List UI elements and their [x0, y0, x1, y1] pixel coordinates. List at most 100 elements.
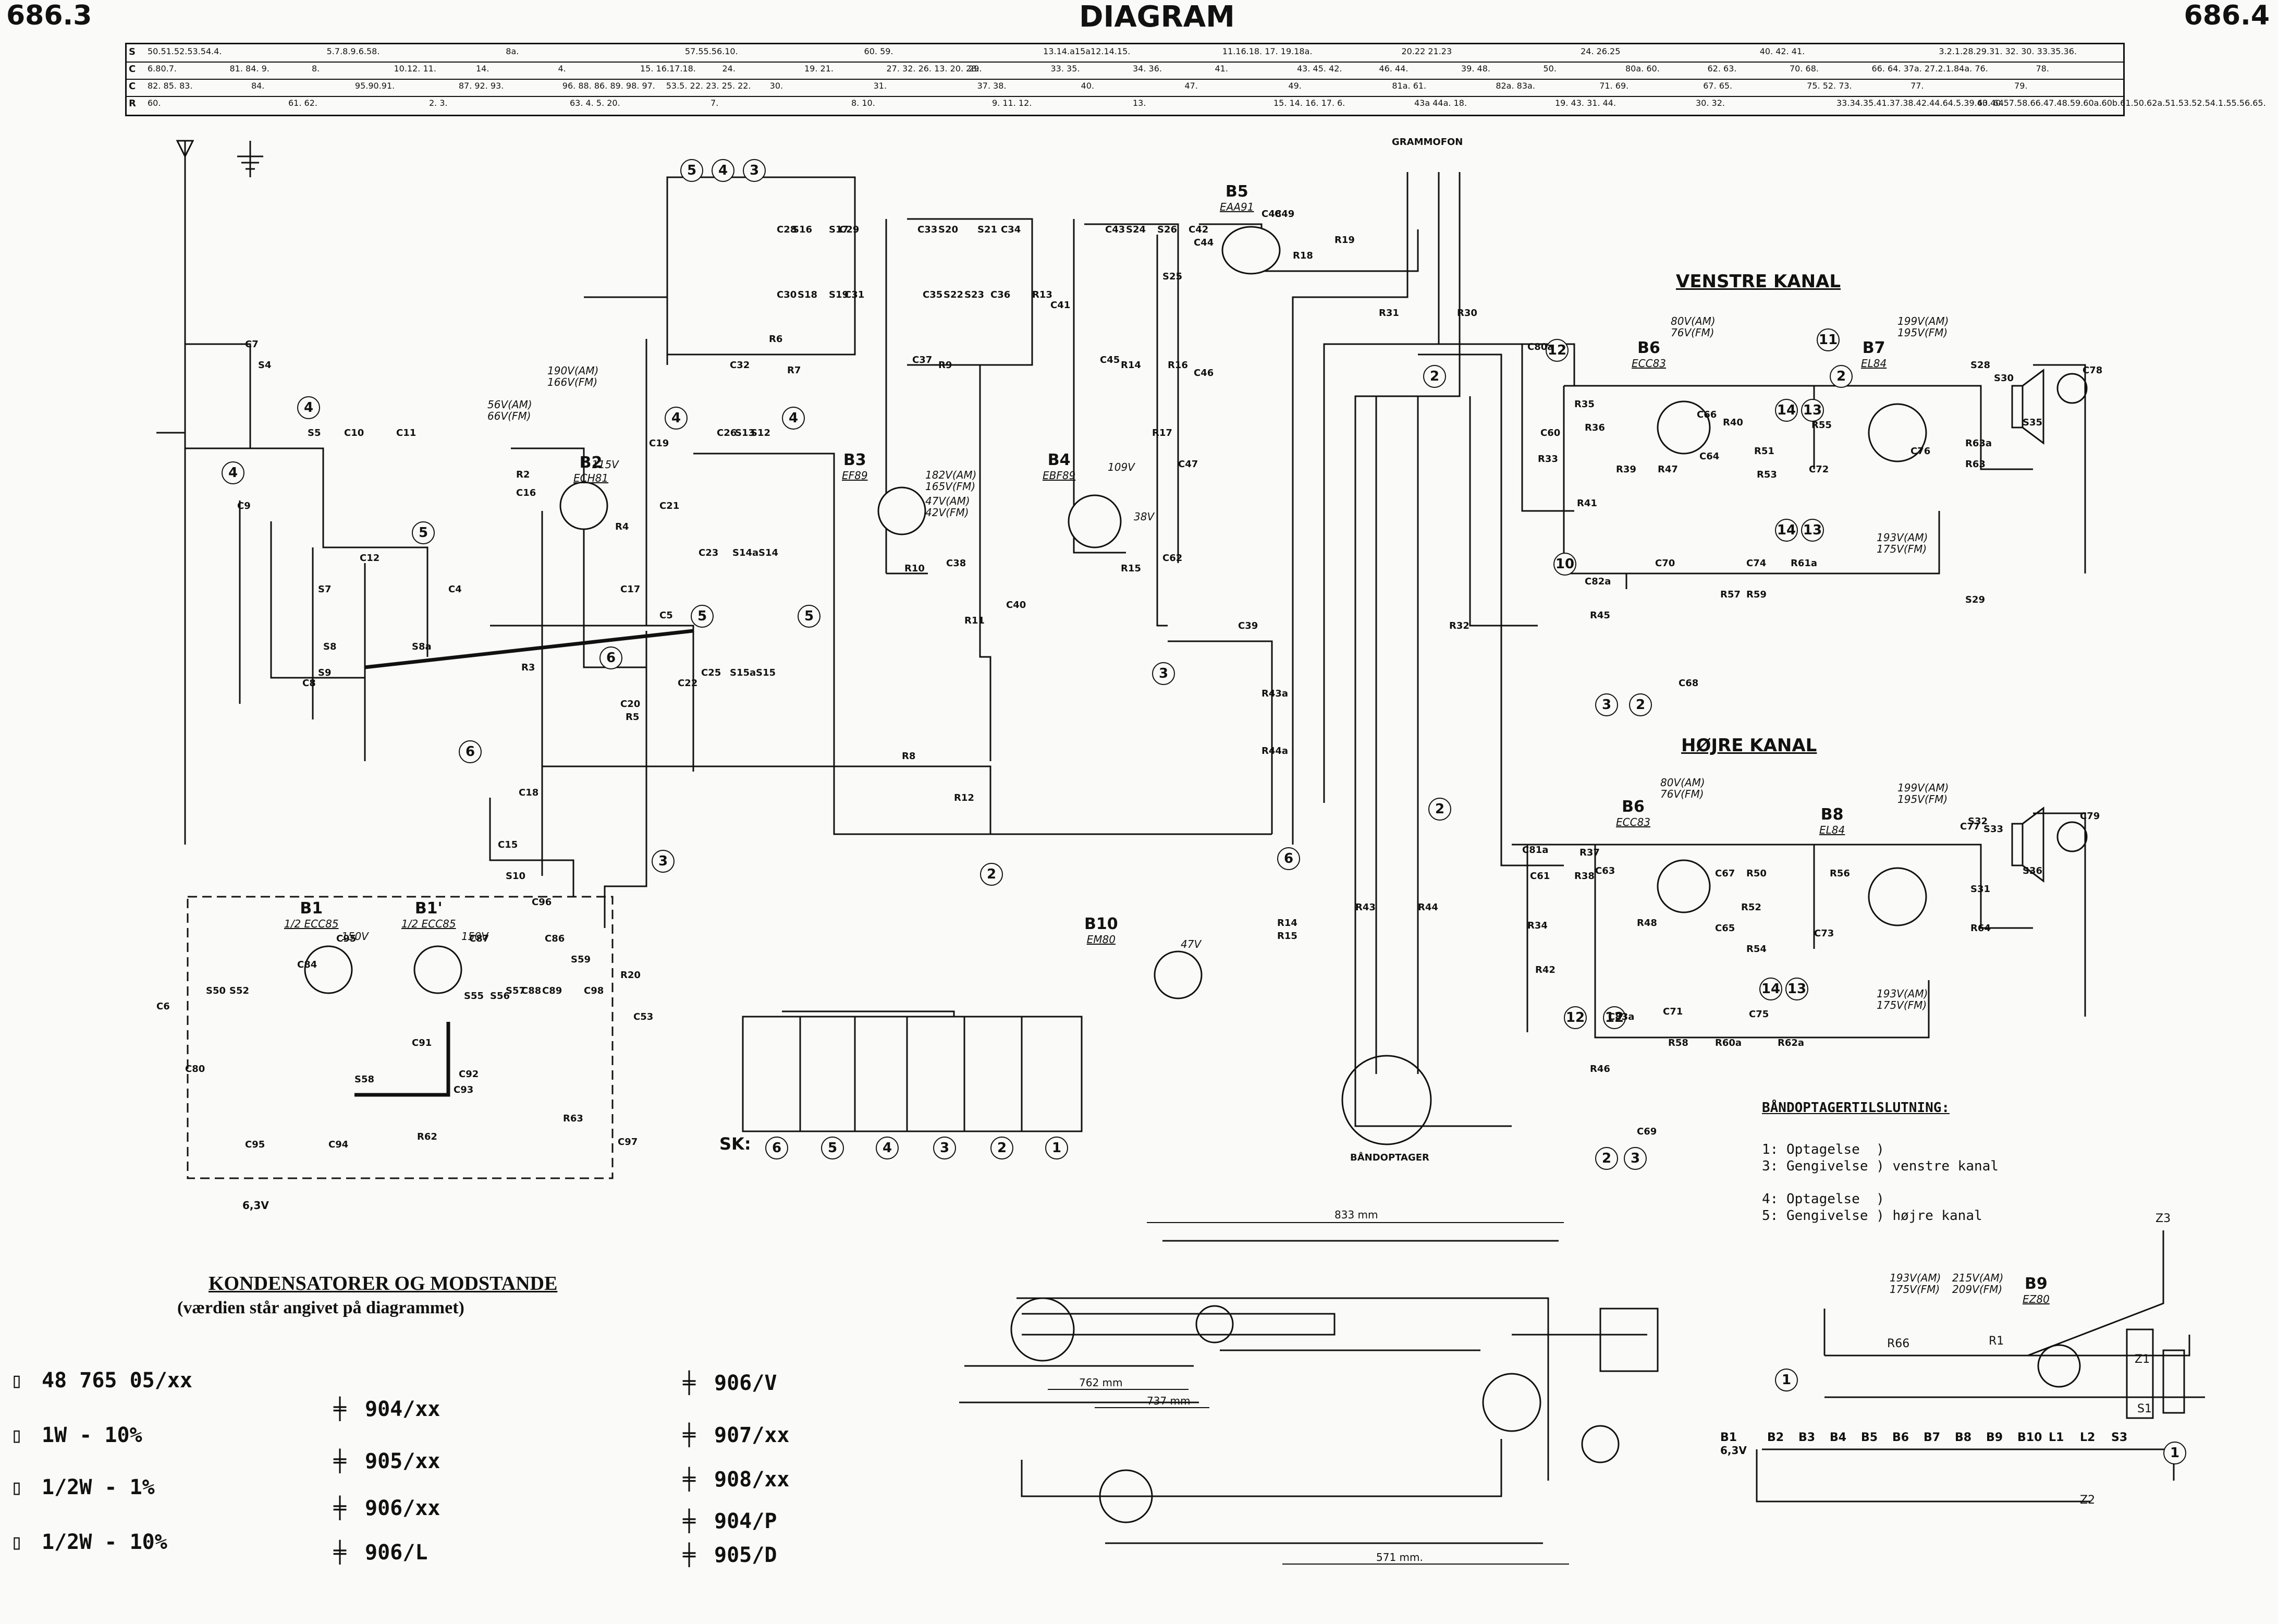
legend-text: 1/2W - 1%	[42, 1475, 155, 1499]
switch-position-6: 6	[1277, 847, 1300, 870]
switch-position-11: 11	[1817, 328, 1840, 351]
switch-position-4: 4	[297, 396, 320, 419]
page-title: DIAGRAM	[1079, 0, 1235, 34]
ruler-cell: 57.55.56.10.	[684, 46, 738, 56]
resistor-label: R11	[964, 615, 985, 626]
switch-position-3: 3	[743, 159, 766, 182]
resistor-label: R17	[1152, 428, 1172, 438]
resistor-label: R38	[1574, 871, 1595, 882]
capacitor-label: C29	[839, 224, 860, 235]
ruler-cell: 24.	[722, 64, 736, 74]
capacitor-label: C66	[1697, 409, 1717, 420]
ruler-cell: 39. 48.	[1461, 64, 1490, 74]
ruler-row-label: C	[129, 81, 136, 92]
capacitor-label: C6	[156, 1001, 170, 1012]
capacitor-label: C67	[1715, 868, 1735, 879]
voltage-b2-grid: 56V(AM) 66V(FM)	[487, 398, 532, 422]
resistor-label: R6	[769, 334, 783, 345]
capacitor-label: C15	[498, 839, 518, 850]
voltage-b7: 199V(AM) 195V(FM)	[1897, 315, 1949, 339]
legend-title: KONDENSATORER OG MODSTANDE	[209, 1273, 558, 1295]
switch-position-5: 5	[691, 605, 714, 628]
psu-heater-node: L1	[2049, 1431, 2064, 1444]
resistor-label: R53	[1757, 469, 1777, 480]
resistor-label: R44	[1418, 902, 1438, 913]
capacitor-label: C4	[448, 584, 462, 595]
resistor-label: R51	[1754, 446, 1774, 457]
psu-heater-node: B5	[1861, 1431, 1878, 1444]
resistor-label: R7	[787, 365, 801, 376]
legend-text: 906/V	[714, 1371, 777, 1395]
psu-heater-node: B7	[1924, 1431, 1941, 1444]
voltage-b7-b: 193V(AM) 175V(FM)	[1877, 531, 1928, 555]
ruler-cell: 7.	[711, 98, 719, 108]
switch-position-4: 4	[222, 461, 244, 484]
capacitor-label: C16	[516, 487, 536, 498]
capacitor-label: C65	[1715, 923, 1735, 934]
capacitor-symbol-icon: ╪	[334, 1496, 347, 1520]
capacitor-label: C11	[396, 428, 417, 438]
resistor-label: R44a	[1262, 746, 1289, 756]
capacitor-label: C88	[521, 985, 542, 996]
switch-position-2: 2	[980, 863, 1003, 886]
resistor-label: R14	[1277, 918, 1297, 929]
ruler-cell: 47.	[1184, 81, 1198, 91]
coil-label: S12	[751, 428, 771, 438]
switch-position-12: 12	[1603, 1006, 1626, 1029]
ruler-cell: 11.16.18. 17. 19.18a.	[1222, 46, 1313, 56]
capacitor-label: C64	[1699, 451, 1720, 462]
legend-entry: ▯1/2W - 10%	[10, 1530, 167, 1554]
capacitor-label: C38	[946, 558, 966, 569]
capacitor-label: C25	[701, 667, 721, 678]
switch-position-6: 6	[599, 646, 622, 669]
coil-label: S16	[792, 224, 813, 235]
resistor-label: R16	[1168, 360, 1188, 371]
capacitor-label: C32	[730, 360, 750, 371]
tube-type: EL84	[1861, 357, 1887, 370]
tube-type: EM80	[1086, 933, 1116, 946]
capacitor-symbol-icon: ╪	[683, 1371, 696, 1395]
capacitor-label: C31	[844, 289, 865, 300]
coil-label: S29	[1965, 594, 1986, 605]
ruler-cell: 82a. 83a.	[1496, 81, 1535, 91]
ruler-cell: 43a 44a. 18.	[1414, 98, 1467, 108]
ruler-cell: 6.80.7.	[148, 64, 177, 74]
ruler-cell: 15. 14. 16. 17. 6.	[1273, 98, 1345, 108]
coil-label: S59	[571, 954, 591, 965]
legend-text: 1W - 10%	[42, 1423, 142, 1447]
resistor-label: R37	[1579, 847, 1600, 858]
resistor-label: R14	[1121, 360, 1141, 371]
tube-id: B10	[1084, 915, 1118, 933]
capacitor-label: C69	[1637, 1126, 1657, 1137]
coil-label: S24	[1126, 224, 1146, 235]
switch-position-4: 4	[665, 407, 688, 430]
switch-position-3: 3	[652, 850, 675, 873]
ruler-cell: 33. 35.	[1050, 64, 1080, 74]
switch-bank-label: SK:	[719, 1134, 751, 1154]
ruler-cell: 24. 26.25	[1581, 46, 1621, 56]
capacitor-label: C48	[1262, 209, 1282, 219]
ruler-cell: 46. 44.	[1379, 64, 1409, 74]
ruler-cell: 61. 62.	[288, 98, 317, 108]
capacitor-label: C87	[469, 933, 489, 944]
legend-text: 904/P	[714, 1509, 777, 1533]
switch-position-3: 3	[1624, 1147, 1647, 1170]
psu-r1-label: R1	[1989, 1335, 2004, 1348]
page-number-left: 686.3	[6, 0, 92, 31]
resistor-label: R13	[1032, 289, 1052, 300]
resistor-symbol-icon: ▯	[10, 1423, 23, 1447]
coil-label: S13	[735, 428, 755, 438]
ruler-cell: 49.	[1288, 81, 1302, 91]
ruler-cell: 63. 64.	[1977, 98, 2006, 108]
switch-position-2: 2	[1629, 693, 1652, 716]
switch-position-13: 13	[1801, 519, 1824, 542]
ruler-cell: 9. 11. 12.	[992, 98, 1032, 108]
resistor-label: R45	[1590, 610, 1610, 621]
capacitor-label: C62	[1162, 553, 1183, 564]
resistor-label: R5	[626, 712, 640, 723]
resistor-label: R10	[904, 563, 925, 574]
